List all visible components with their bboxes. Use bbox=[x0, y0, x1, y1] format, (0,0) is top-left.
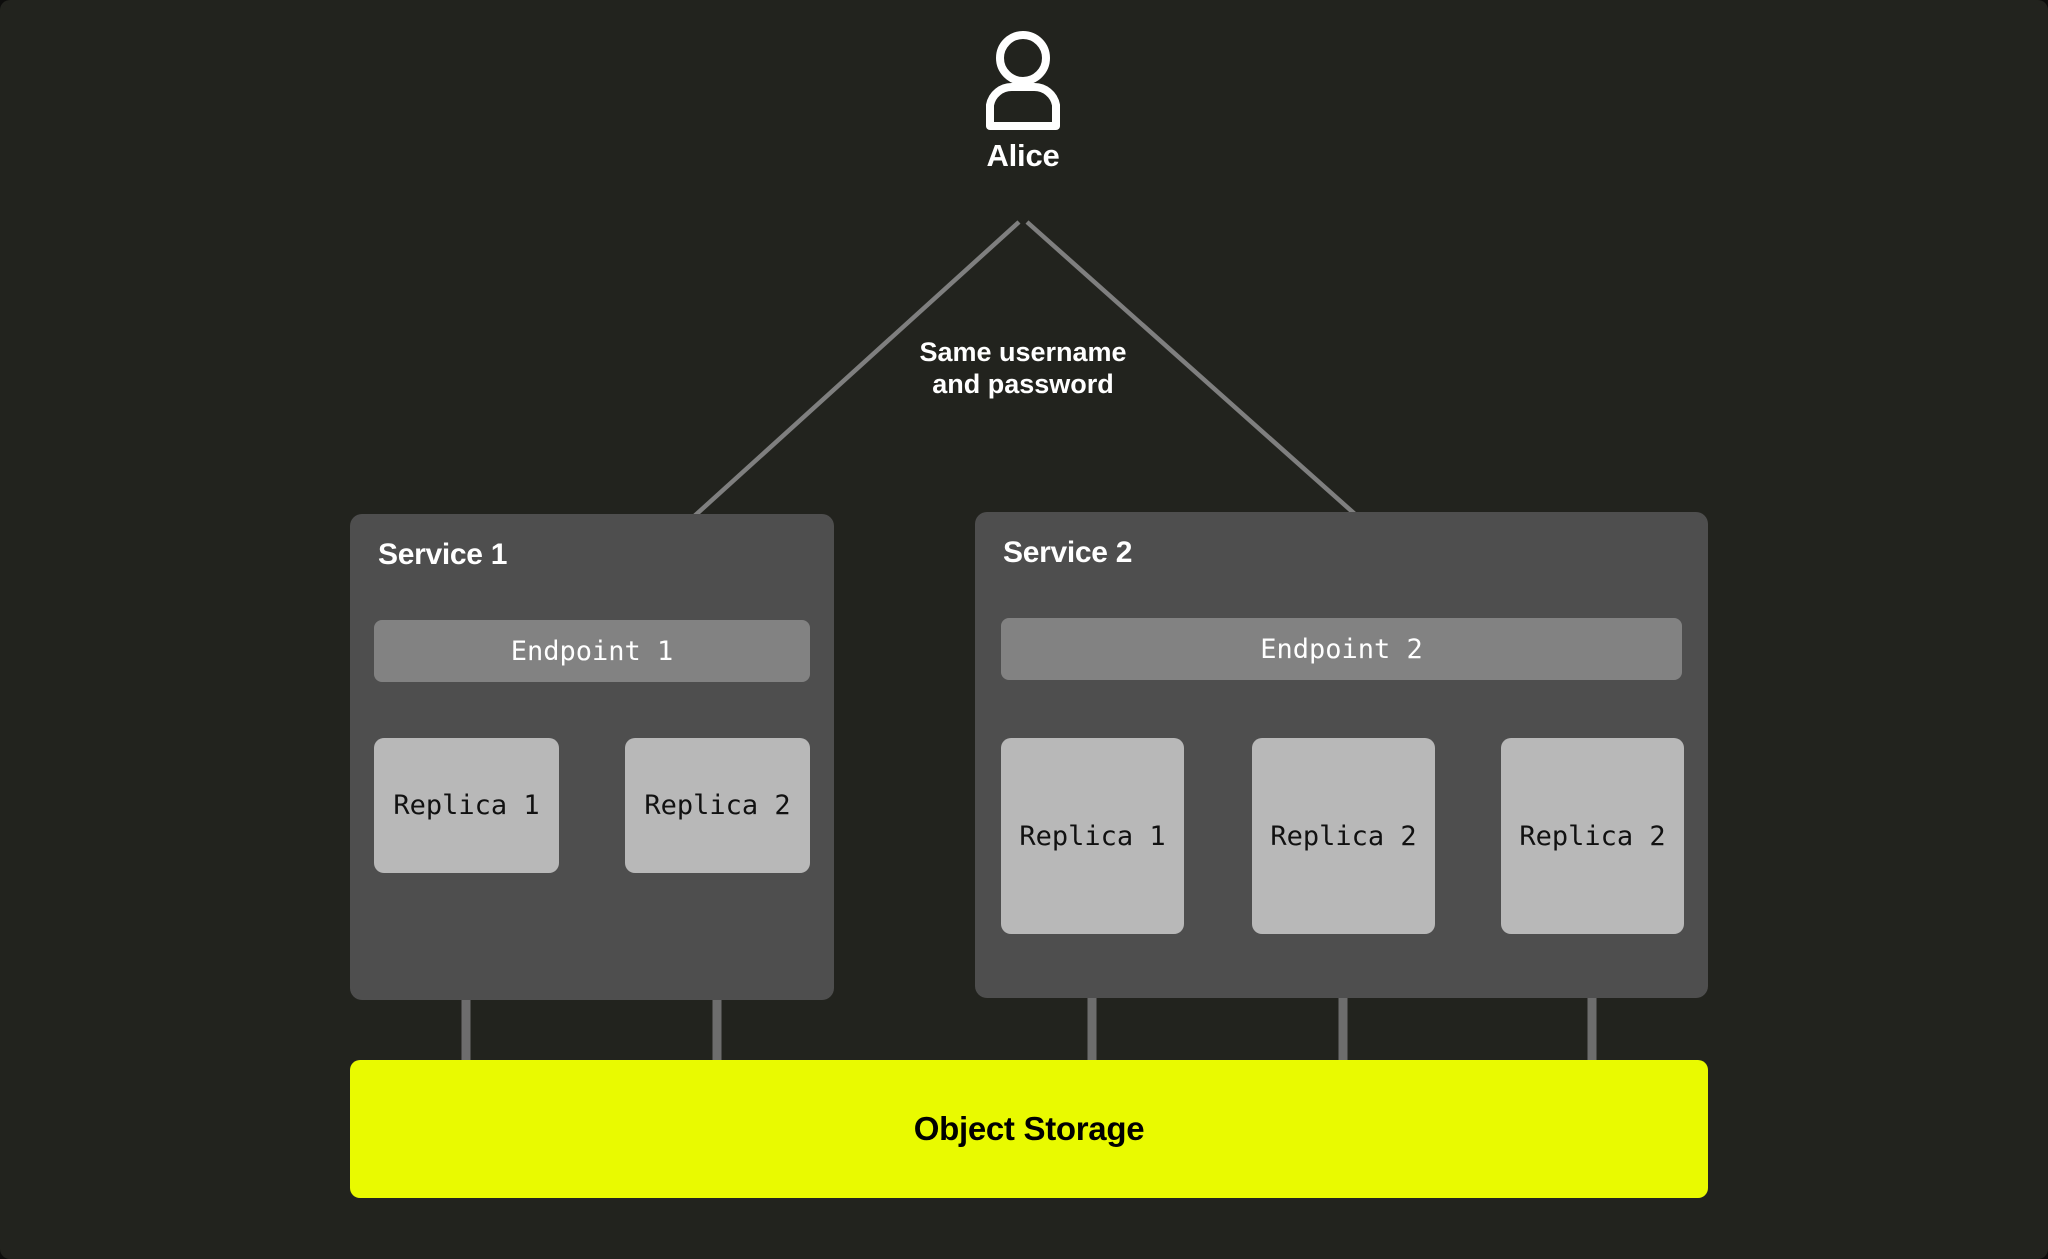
service-1-replica-1[interactable]: Replica 1 bbox=[374, 738, 559, 873]
actor-label: Alice bbox=[986, 138, 1060, 173]
endpoint-1[interactable]: Endpoint 1 bbox=[374, 620, 810, 682]
service-2-replica-2[interactable]: Replica 2 bbox=[1252, 738, 1435, 934]
object-storage-bar[interactable]: Object Storage bbox=[350, 1060, 1708, 1198]
service-2-title: Service 2 bbox=[1003, 536, 1133, 569]
object-storage-label: Object Storage bbox=[913, 1110, 1145, 1147]
service-1-replica-2[interactable]: Replica 2 bbox=[625, 738, 810, 873]
user-icon bbox=[986, 31, 1060, 130]
service-1-title: Service 1 bbox=[378, 538, 508, 571]
service-2-replica-1[interactable]: Replica 1 bbox=[1001, 738, 1184, 934]
edge-caption: Same username and password bbox=[919, 337, 1127, 399]
endpoint-2[interactable]: Endpoint 2 bbox=[1001, 618, 1682, 680]
actor-alice: Alice bbox=[923, 30, 1123, 174]
service-2-replica-3[interactable]: Replica 2 bbox=[1501, 738, 1684, 934]
